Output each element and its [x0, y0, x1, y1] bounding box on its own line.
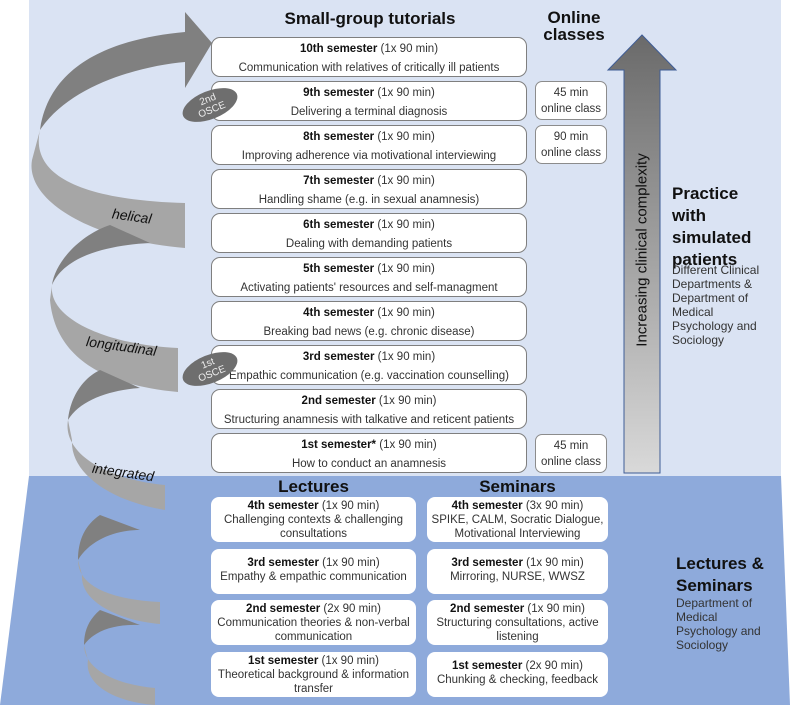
seminar-card-2: 2nd semester (1x 90 min)Structuring cons… [427, 600, 608, 645]
tutorial-card-1: 1st semester* (1x 90 min)How to conduct … [211, 433, 527, 473]
tutorial-card-3: 3rd semester (1x 90 min)Empathic communi… [211, 345, 527, 385]
seminar-card-4: 4th semester (3x 90 min)SPIKE, CALM, Soc… [427, 497, 608, 542]
tutorial-card-9: 9th semester (1x 90 min)Delivering a ter… [211, 81, 527, 121]
online-classes-header: Online classes [543, 8, 605, 44]
lectures-seminars-title: Lectures & Seminars [676, 554, 764, 595]
seminars-header: Seminars [479, 477, 556, 496]
complexity-arrow-icon [606, 34, 678, 474]
lecture-card-2: 2nd semester (2x 90 min)Communication th… [211, 600, 416, 645]
lecture-card-3: 3rd semester (1x 90 min)Empathy & empath… [211, 549, 416, 594]
practice-title: Practice with simulated patients [672, 184, 752, 269]
tutorial-card-6: 6th semester (1x 90 min)Dealing with dem… [211, 213, 527, 253]
lecture-card-1: 1st semester (1x 90 min)Theoretical back… [211, 652, 416, 697]
lectures-header: Lectures [278, 477, 349, 496]
lecture-card-4: 4th semester (1x 90 min)Challenging cont… [211, 497, 416, 542]
complexity-arrow-label: Increasing clinical complexity [633, 153, 651, 347]
lectures-seminars-subtitle: Department of Medical Psychology and Soc… [676, 596, 761, 652]
tutorial-card-2: 2nd semester (1x 90 min)Structuring anam… [211, 389, 527, 429]
tutorial-card-5: 5th semester (1x 90 min)Activating patie… [211, 257, 527, 297]
tutorial-card-7: 7th semester (1x 90 min)Handling shame (… [211, 169, 527, 209]
tutorial-card-8: 8th semester (1x 90 min)Improving adhere… [211, 125, 527, 165]
seminar-card-1: 1st semester (2x 90 min)Chunking & check… [427, 652, 608, 697]
tutorials-header: Small-group tutorials [284, 9, 456, 28]
practice-subtitle: Different Clinical Departments & Departm… [672, 263, 760, 347]
tutorial-card-10: 10th semester (1x 90 min)Communication w… [211, 37, 527, 77]
seminar-card-3: 3rd semester (1x 90 min)Mirroring, NURSE… [427, 549, 608, 594]
tutorial-card-4: 4th semester (1x 90 min)Breaking bad new… [211, 301, 527, 341]
